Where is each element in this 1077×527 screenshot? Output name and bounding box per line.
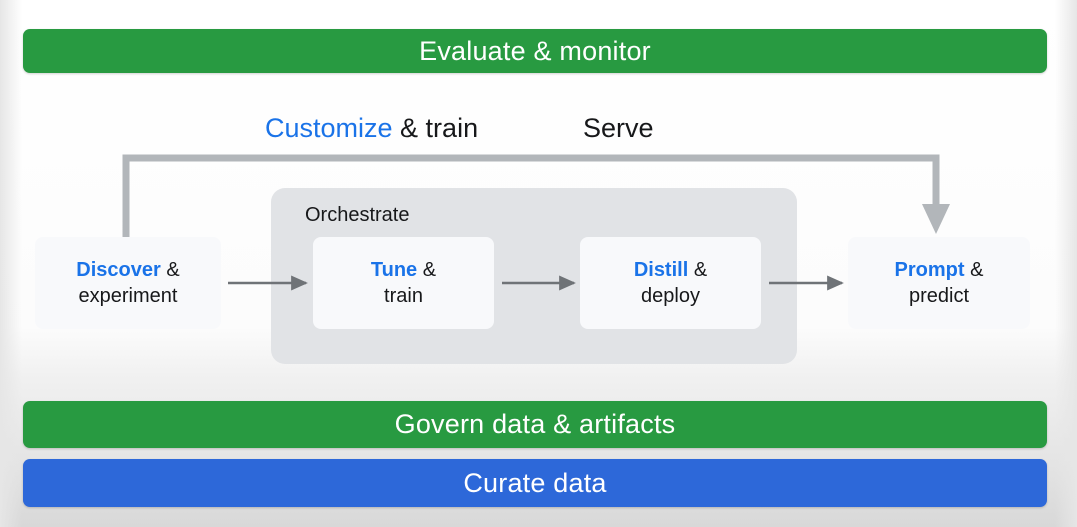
card-discover-rest: & xyxy=(160,259,180,281)
card-distill-accent: Distill xyxy=(633,259,689,281)
orchestrate-title: Orchestrate xyxy=(305,204,410,226)
banner-govern-label: Govern data & artifacts xyxy=(394,409,676,439)
card-discover-line2: experiment xyxy=(78,285,178,307)
card-discover-line1: Discover & xyxy=(76,257,179,283)
card-distill-line2: deploy xyxy=(641,285,700,307)
card-tune-rest: & xyxy=(417,259,437,281)
section-label-customize-train: Customize & train xyxy=(265,115,478,142)
section-label-customize-rest: & train xyxy=(392,113,479,143)
card-distill-deploy[interactable]: Distill & deploy xyxy=(580,237,761,329)
banner-evaluate-monitor: Evaluate & monitor xyxy=(23,29,1047,73)
card-distill-rest: & xyxy=(688,259,708,281)
banner-govern-data-artifacts: Govern data & artifacts xyxy=(23,401,1047,448)
card-prompt-accent: Prompt xyxy=(894,259,965,281)
card-prompt-line2: predict xyxy=(908,285,970,307)
card-prompt-line1: Prompt & xyxy=(895,257,984,283)
card-tune-accent: Tune xyxy=(370,259,418,281)
card-prompt-predict[interactable]: Prompt & predict xyxy=(848,237,1030,329)
section-label-customize-accent: Customize xyxy=(265,113,393,143)
card-tune-line1: Tune & xyxy=(371,257,436,283)
section-label-serve: Serve xyxy=(583,115,654,142)
card-discover-accent: Discover xyxy=(76,259,161,281)
card-tune-train[interactable]: Tune & train xyxy=(313,237,494,329)
card-distill-line1: Distill & xyxy=(634,257,707,283)
card-discover-experiment[interactable]: Discover & experiment xyxy=(35,237,221,329)
card-prompt-rest: & xyxy=(964,259,984,281)
banner-curate-data: Curate data xyxy=(23,459,1047,507)
banner-evaluate-label: Evaluate & monitor xyxy=(419,35,651,66)
card-tune-line2: train xyxy=(384,285,423,307)
section-label-serve-text: Serve xyxy=(583,113,654,143)
banner-curate-label: Curate data xyxy=(463,467,607,498)
